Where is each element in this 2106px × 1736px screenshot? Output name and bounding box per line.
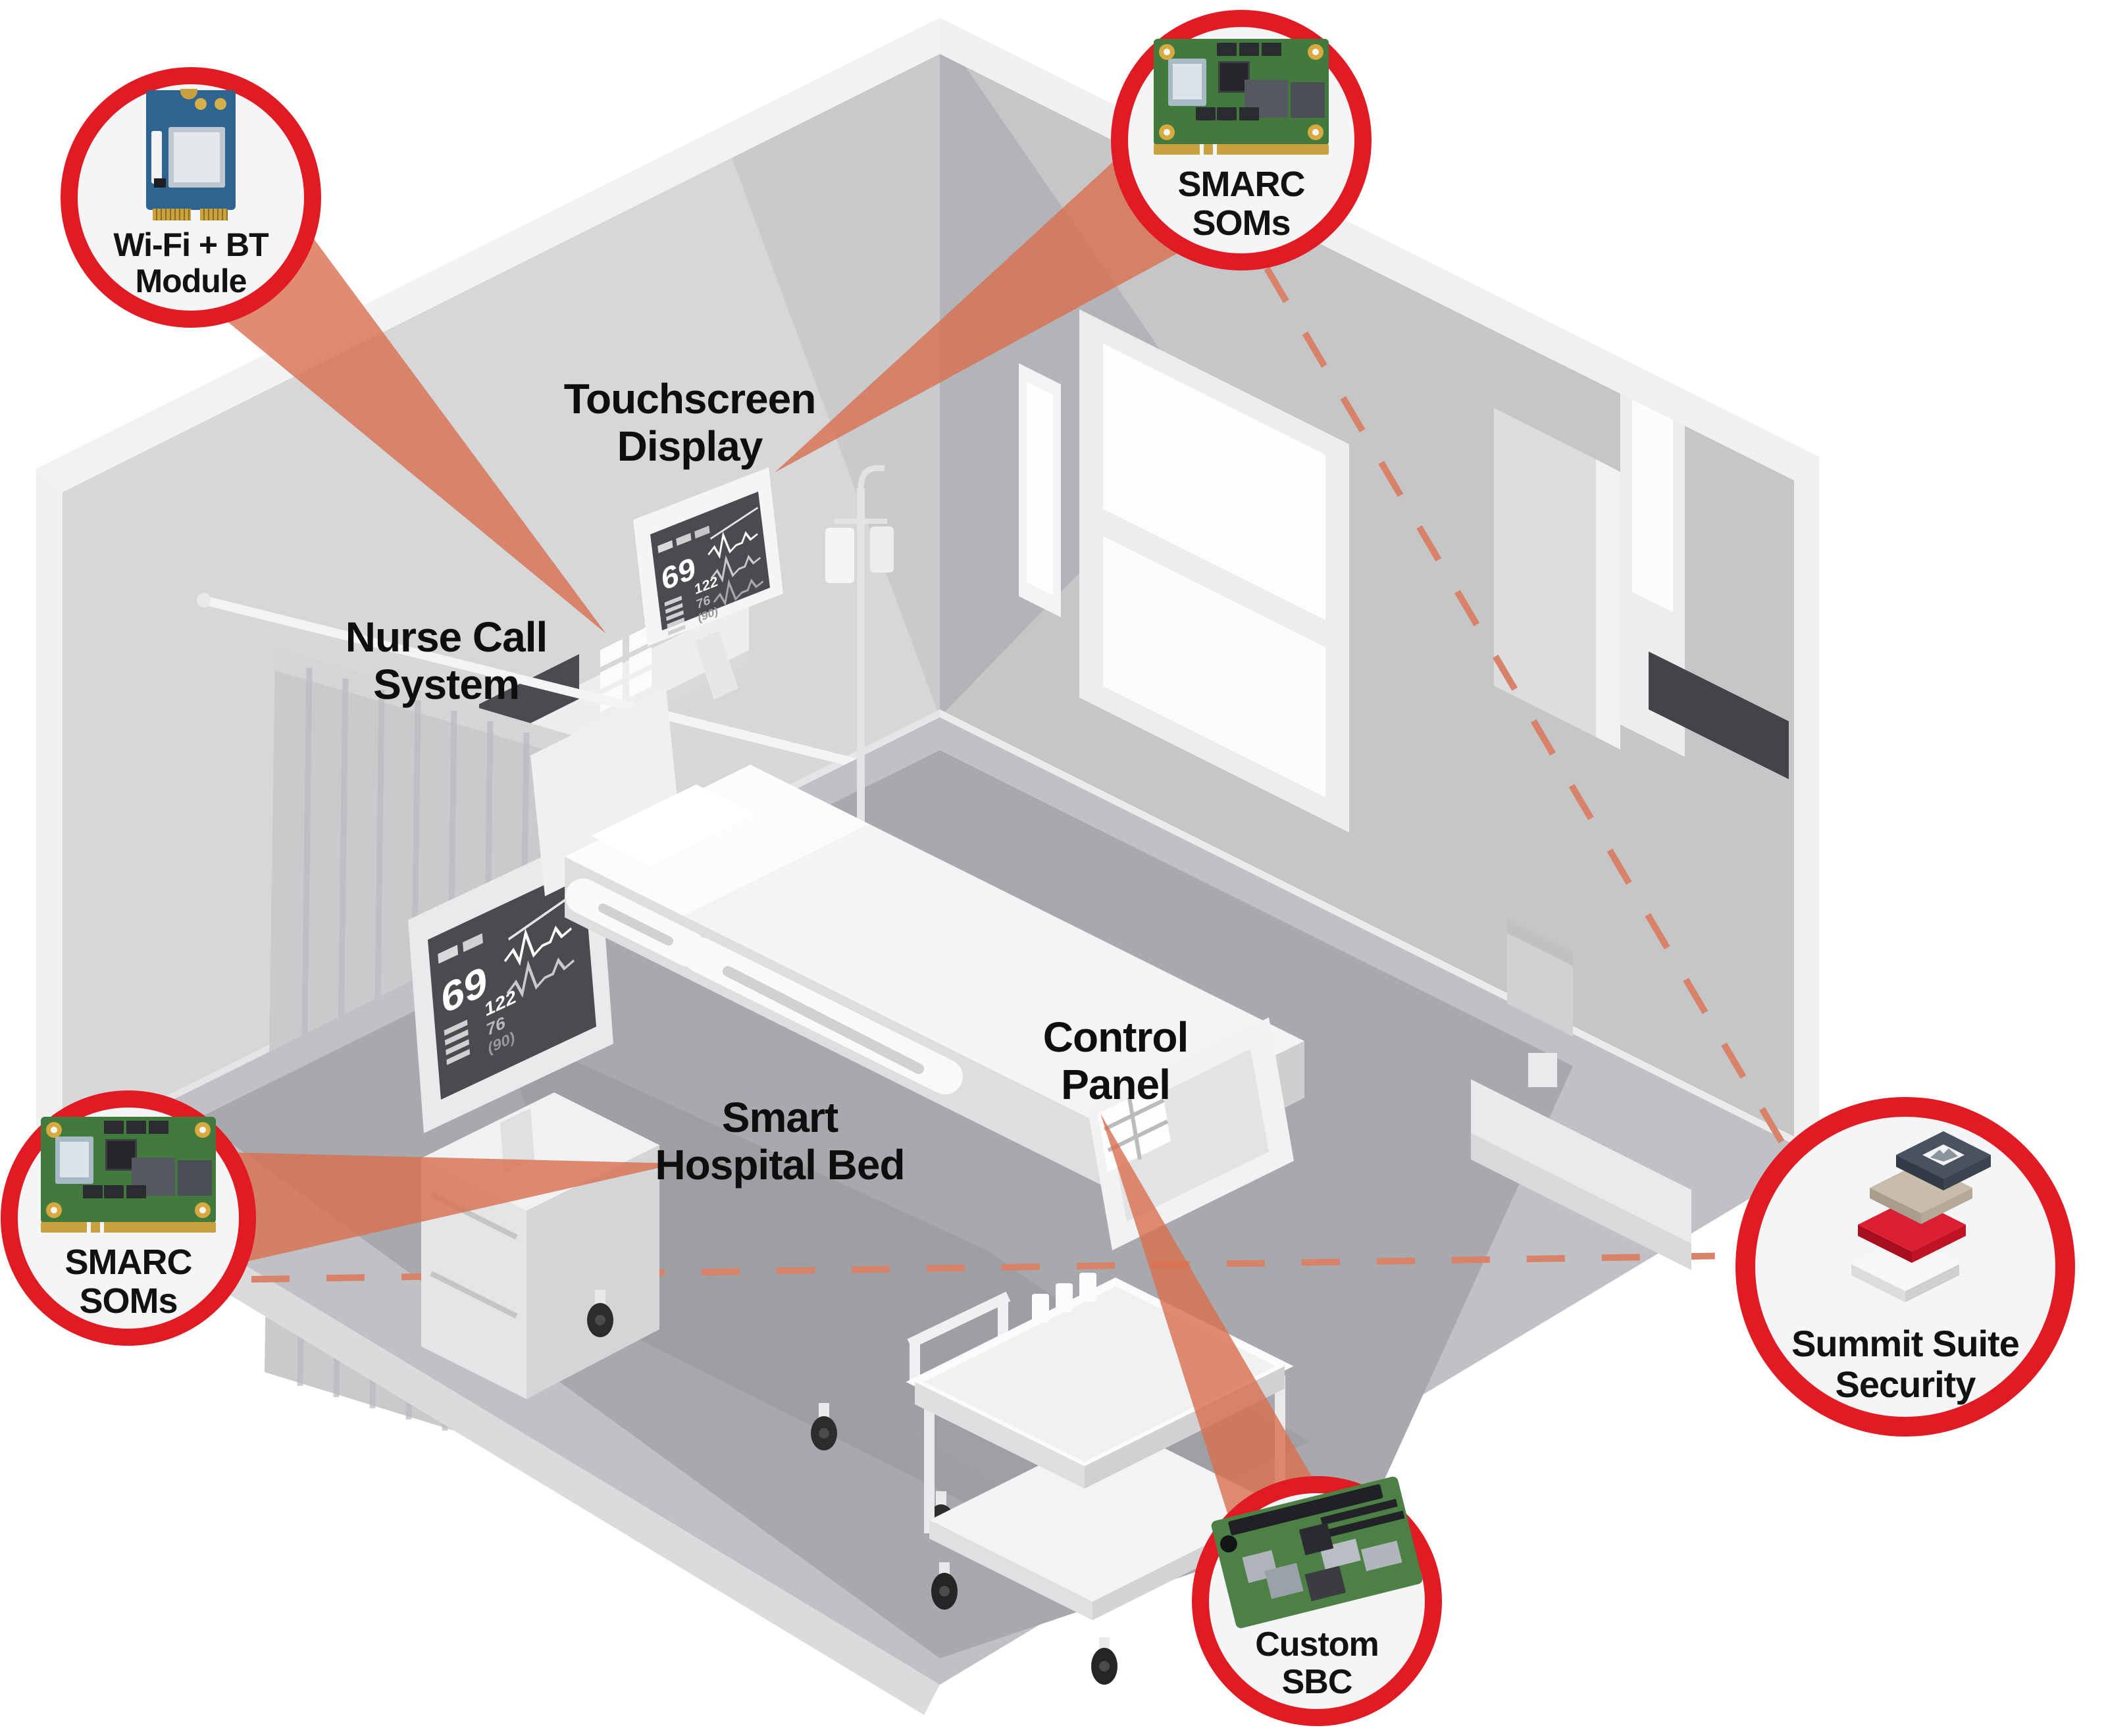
stack-layer-white: [1851, 1237, 1959, 1303]
chip: [126, 1120, 146, 1134]
callout-summit-suite-security: Summit Suite Security: [1735, 1097, 2075, 1437]
ethernet-port: [1304, 1566, 1347, 1602]
callout-smarc-soms-top: SMARC SOMs: [1111, 10, 1372, 270]
mounting-hole: [1159, 43, 1175, 60]
antenna-connector-icon: [215, 98, 226, 110]
mounting-hole: [46, 1121, 62, 1138]
mounting-hole: [1308, 124, 1323, 140]
connector-notch: [87, 1221, 104, 1233]
transformer: [1360, 1540, 1402, 1571]
edge-connector: [1154, 143, 1329, 155]
wall-pillar: [1494, 369, 1685, 757]
mounting-hole: [1159, 124, 1175, 140]
dc-jack: [1218, 1533, 1239, 1554]
chip: [154, 178, 166, 188]
patient-monitor: 69 122 76 (90): [408, 830, 613, 1174]
chip: [1239, 42, 1259, 56]
wall-ledge: [1471, 1079, 1691, 1270]
smarc-som-photo: [1154, 38, 1329, 155]
memory-chip: [1291, 82, 1325, 118]
rf-shield: [55, 1136, 93, 1184]
beam-panel-to-sbc: [1100, 1113, 1317, 1523]
memory-chip: [178, 1160, 212, 1196]
label-touchscreen-display: Touchscreen Display: [563, 375, 817, 471]
chip: [104, 1120, 124, 1134]
label-nurse-call-system: Nurse Call System: [345, 613, 548, 709]
mounting-hole: [46, 1202, 62, 1218]
bed-casters: [587, 1290, 837, 1450]
edge-connector: [41, 1221, 216, 1233]
rf-shield: [1168, 58, 1206, 106]
beam-smarc-to-display: [775, 155, 1186, 472]
module-sticker: [151, 131, 162, 184]
chip: [1262, 42, 1281, 56]
module-notch: [180, 89, 197, 99]
monitor-diastolic: 76: [696, 593, 711, 612]
mounting-hole: [195, 1202, 211, 1218]
wall-display-slot: [1649, 651, 1789, 779]
chip: [1239, 107, 1259, 120]
edge-connector: [153, 209, 191, 220]
callout-wifi-bt-module: Wi-Fi + BT Module: [61, 67, 321, 328]
edge-connector: [200, 209, 228, 220]
connector-notch: [1200, 143, 1217, 155]
label-smart-hospital-bed: Smart Hospital Bed: [655, 1094, 905, 1189]
antenna-connector-icon: [195, 98, 207, 110]
smarc-som-photo: [41, 1116, 216, 1233]
chip: [1217, 107, 1237, 120]
mounting-hole: [1308, 43, 1323, 60]
touchscreen-display: 69 122 76 (90): [633, 467, 783, 700]
callout-smarc-soms-left: SMARC SOMs: [1, 1090, 256, 1346]
rf-shield: [168, 127, 225, 188]
summit-suite-layer-stack-icon: [1851, 1131, 1991, 1303]
beam-wifi-to-nursecall: [220, 231, 606, 634]
chip: [104, 1185, 124, 1198]
chip: [1196, 107, 1216, 120]
chip: [126, 1185, 146, 1198]
chip: [83, 1185, 103, 1198]
callout-custom-sbc: Custom SBC: [1192, 1475, 1442, 1726]
hospital-bed: [530, 688, 1304, 1539]
wall-dispenser: [1507, 918, 1573, 1087]
dashed-line-smarc-to-summit: [1264, 267, 1789, 1152]
chip: [149, 1120, 168, 1134]
highlight-beams: [220, 155, 1317, 1523]
window: [1019, 309, 1349, 832]
beam-smarc-to-bed: [228, 1152, 678, 1264]
cart-items: [1032, 1273, 1096, 1323]
chip: [1217, 42, 1237, 56]
stack-layer-dark: [1896, 1131, 1991, 1191]
label-control-panel: Control Panel: [1042, 1013, 1189, 1109]
wifi-bt-module-photo: [146, 89, 236, 220]
mounting-hole: [195, 1121, 211, 1138]
